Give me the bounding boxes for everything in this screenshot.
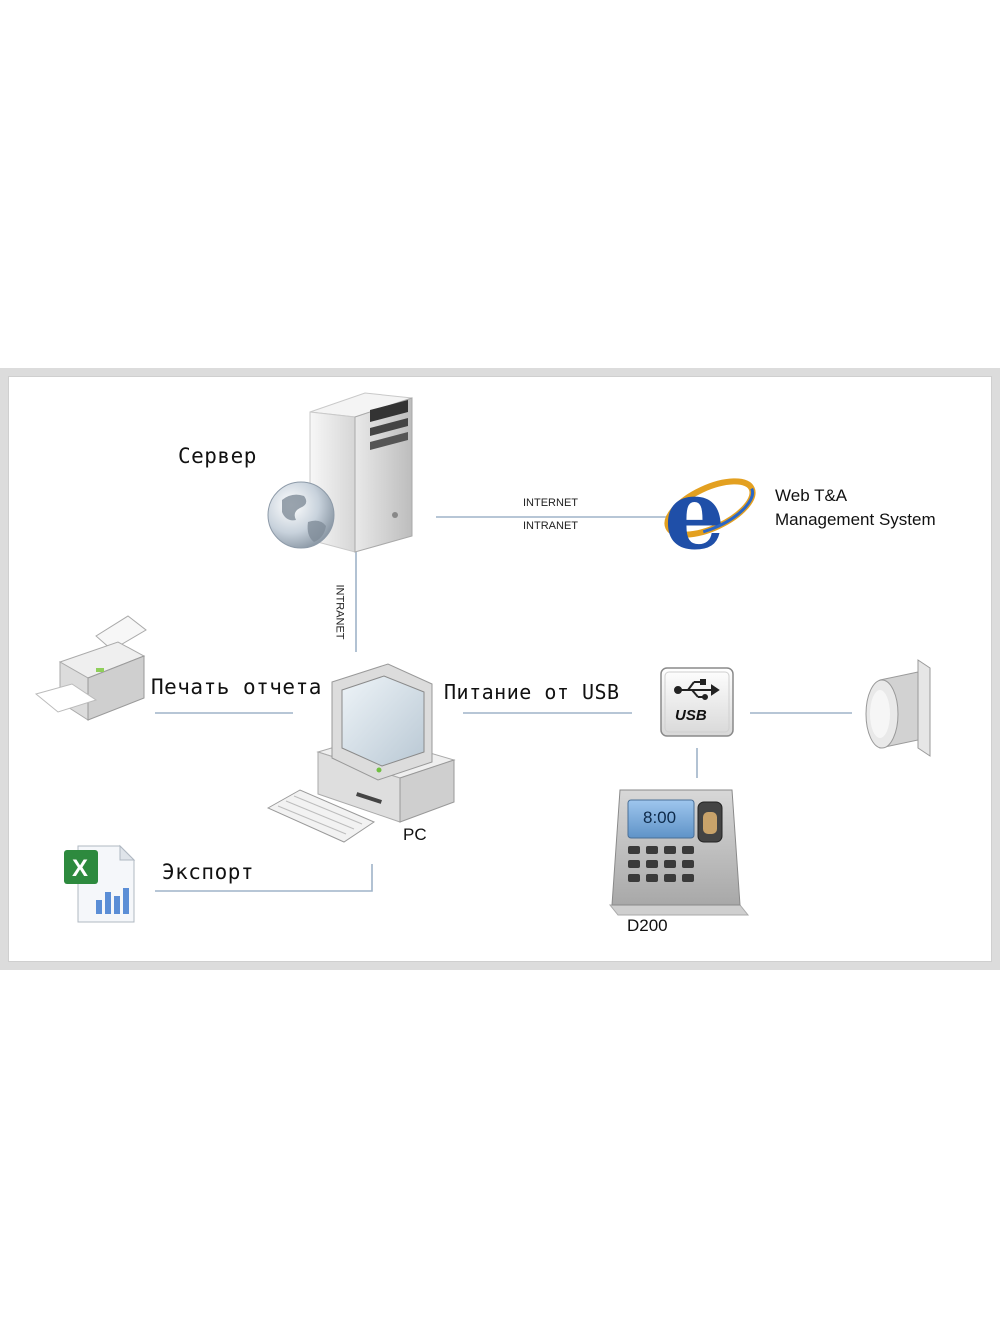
usb-icon-label: USB bbox=[675, 707, 707, 724]
usb-power-label: Питание от USB bbox=[444, 680, 620, 704]
server-label: Сервер bbox=[178, 444, 257, 468]
browser-e-icon: e bbox=[664, 458, 756, 571]
connection-lines bbox=[155, 516, 852, 892]
diagram-canvas bbox=[8, 376, 992, 962]
print-report-label: Печать отчета bbox=[151, 675, 322, 699]
web-system-title-line2: Management System bbox=[775, 510, 936, 529]
device-screen-time: 8:00 bbox=[643, 808, 677, 827]
diagram-panel bbox=[0, 368, 1000, 970]
intranet-link-label: INTRANET bbox=[523, 520, 578, 532]
time-attendance-device-icon bbox=[608, 789, 750, 916]
export-link-line bbox=[155, 864, 373, 892]
svg-text:X: X bbox=[72, 855, 88, 882]
pc-label: PC bbox=[403, 825, 427, 844]
power-adapter-icon bbox=[865, 659, 931, 757]
intranet-vertical-label: INTRANET bbox=[333, 584, 346, 640]
svg-text:e: e bbox=[664, 458, 725, 571]
web-system-title-line1: Web T&A bbox=[775, 486, 848, 505]
server-icon bbox=[267, 392, 413, 553]
internet-link-label: INTERNET bbox=[523, 497, 578, 509]
device-label: D200 bbox=[627, 916, 668, 935]
spreadsheet-icon: X bbox=[64, 844, 136, 923]
pc-icon bbox=[266, 663, 456, 843]
printer-icon bbox=[34, 615, 147, 721]
usb-icon bbox=[660, 667, 734, 737]
export-label: Экспорт bbox=[162, 860, 255, 884]
